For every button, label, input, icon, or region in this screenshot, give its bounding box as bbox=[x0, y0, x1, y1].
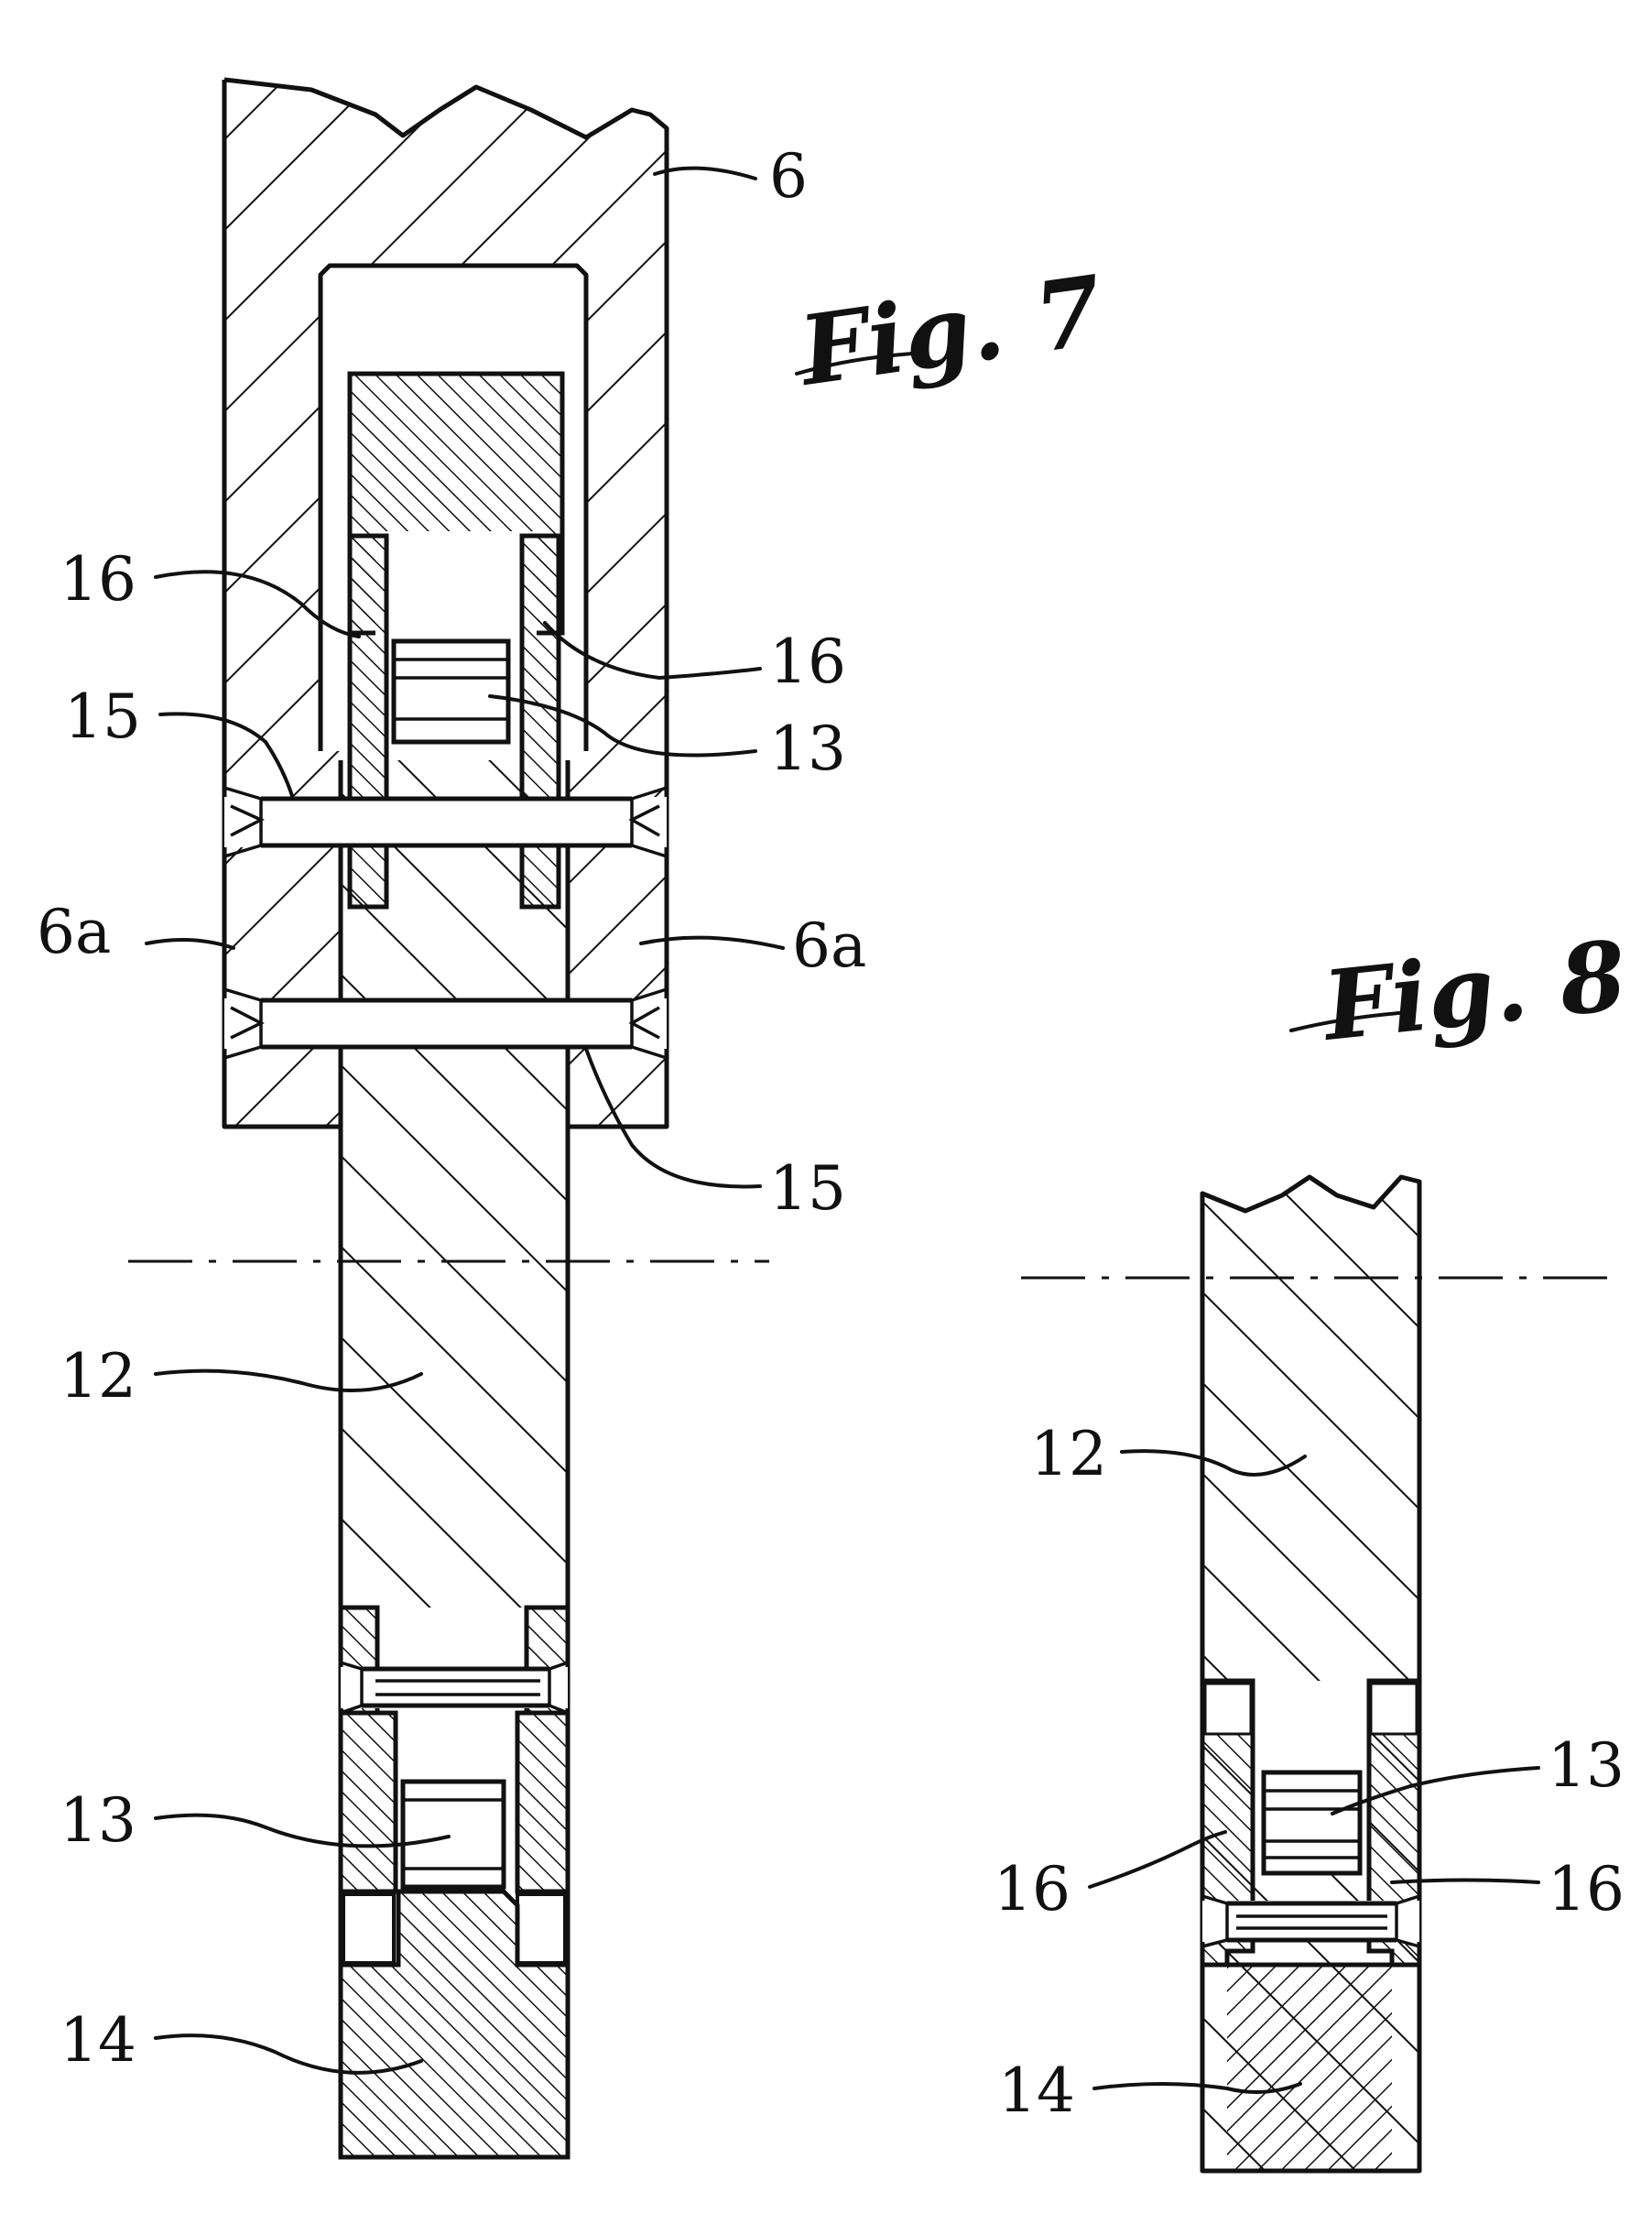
label-13-upper: 13 bbox=[769, 714, 846, 784]
roller-13-fig8 bbox=[1261, 1770, 1363, 1876]
washer-16-right-lower bbox=[515, 1710, 571, 1894]
lower-block-14 bbox=[338, 1889, 571, 2160]
lower-assembly-fig7 bbox=[338, 1605, 571, 2160]
housing-pocket-outline bbox=[318, 263, 589, 751]
label-14: 14 bbox=[60, 2005, 136, 2076]
figure-7-title: Fig. 7 bbox=[790, 254, 1109, 408]
label-6a-left: 6a bbox=[37, 897, 111, 967]
washer-16-left-upper bbox=[347, 533, 389, 910]
label-6: 6 bbox=[769, 141, 808, 212]
label-13-fig8: 13 bbox=[1548, 1730, 1625, 1801]
roller-13-upper bbox=[391, 638, 511, 745]
label-15-upper: 15 bbox=[64, 681, 141, 752]
label-6a-right: 6a bbox=[792, 910, 866, 981]
block-14-fig8 bbox=[1202, 1962, 1419, 2171]
housing-6-outline bbox=[222, 77, 669, 1129]
label-16-right-fig8: 16 bbox=[1548, 1854, 1625, 1924]
figure-7-underline bbox=[795, 351, 927, 376]
label-16-left-fig8: 16 bbox=[994, 1854, 1071, 1924]
blade-12 bbox=[338, 751, 571, 2157]
figure-8-underline bbox=[1289, 1010, 1412, 1032]
label-16-left: 16 bbox=[60, 544, 136, 615]
label-13-lower: 13 bbox=[60, 1785, 136, 1856]
label-12-fig8: 12 bbox=[1030, 1419, 1107, 1489]
washer-16-right-upper bbox=[519, 533, 561, 910]
label-12: 12 bbox=[60, 1341, 136, 1412]
figure-7: Fig. 7 6 16 16 15 13 6a 6a 15 12 13 14 bbox=[37, 77, 1109, 2160]
label-16-right: 16 bbox=[769, 627, 846, 697]
pin-15-upper bbox=[223, 786, 668, 858]
figure-8-title: Fig. 8 bbox=[1316, 919, 1632, 1063]
label-14-fig8: 14 bbox=[998, 2055, 1075, 2126]
figure-8: Fig. 8 12 13 16 16 14 bbox=[994, 919, 1632, 2174]
washer-16-left-lower bbox=[338, 1710, 398, 1894]
pin-15-lower bbox=[223, 987, 668, 1060]
roller-13-lower bbox=[400, 1779, 506, 1890]
label-15-lower: 15 bbox=[769, 1153, 846, 1224]
